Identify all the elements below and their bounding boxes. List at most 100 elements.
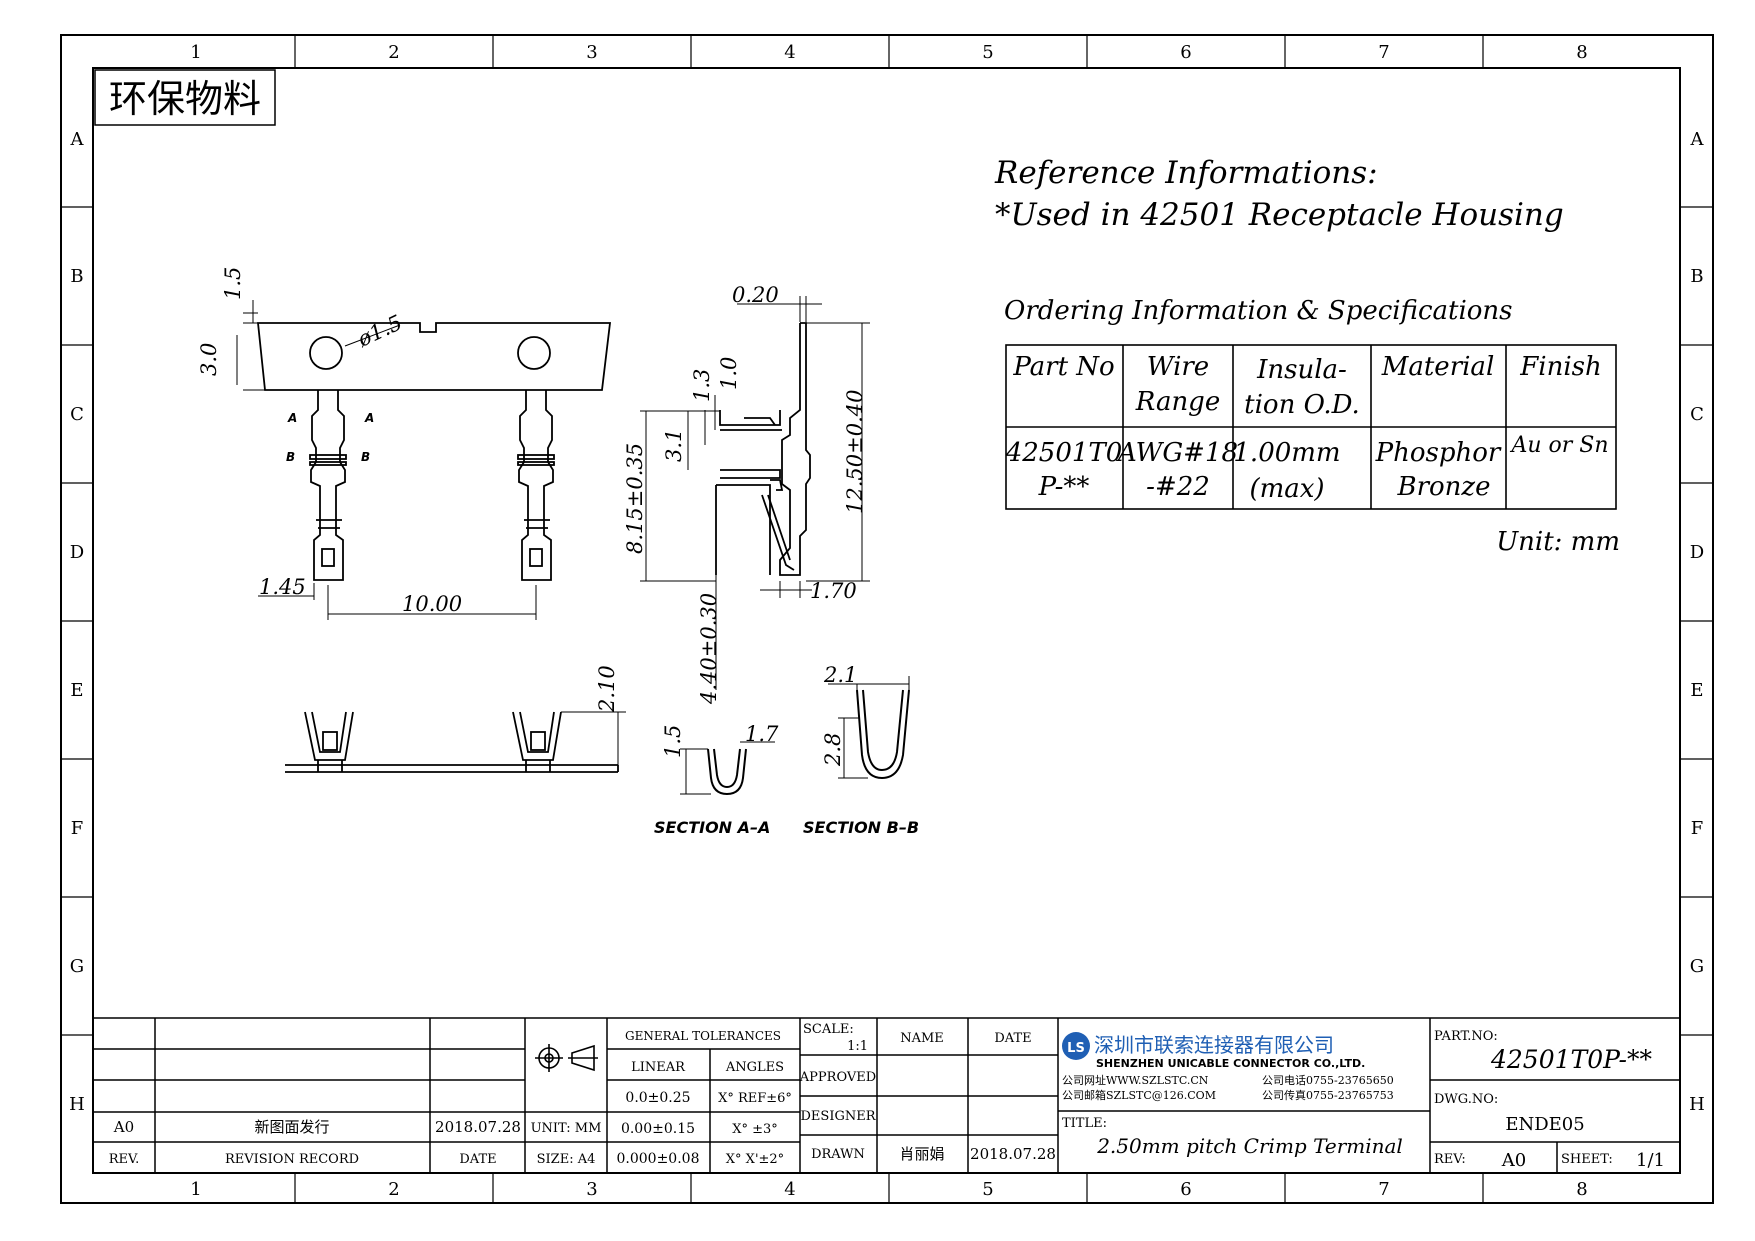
company-logo-icon: LS [1062, 1032, 1090, 1060]
marker-b-right: B [361, 450, 370, 464]
col-label: 7 [1378, 1179, 1389, 1200]
rev-short-label: REV: [1434, 1152, 1466, 1167]
th-insula: Insula- [1256, 355, 1347, 385]
td-material-1: Phosphor [1375, 438, 1502, 468]
ordering-heading: Ordering Information & Specifications [1004, 296, 1513, 326]
designer-label: DESIGNER [801, 1109, 877, 1124]
dim-3-0: 3.0 [197, 343, 221, 376]
dim-8-15: 8.15±0.35 [623, 443, 647, 554]
section-bb-labels: 2.1 2.8 [821, 663, 857, 767]
company-name-en: SHENZHEN UNICABLE CONNECTOR CO.,LTD. [1096, 1057, 1365, 1070]
reference-heading: Reference Informations: [994, 155, 1378, 191]
col-label: 4 [784, 1179, 795, 1200]
dim-1-0: 1.0 [717, 357, 741, 390]
linear-tol-3: 0.000±0.08 [617, 1151, 700, 1167]
dim-sb-2-1: 2.1 [823, 663, 857, 687]
row-label: G [1690, 956, 1704, 977]
inner-border [92, 67, 1681, 1174]
section-aa-dims [680, 741, 775, 795]
angle-tol-1: X° REF±6° [718, 1091, 792, 1106]
col-label: 2 [388, 42, 399, 63]
reference-used-in: *Used in 42501 Receptacle Housing [995, 197, 1564, 233]
td-material-2: Bronze [1396, 472, 1490, 502]
td-finish: Au or Sn [1509, 433, 1608, 458]
side-view [715, 322, 811, 576]
drawn-name: 肖丽娟 [899, 1145, 944, 1163]
section-bb [856, 689, 910, 780]
row-label: E [1690, 680, 1703, 701]
th-finish: Finish [1519, 352, 1602, 382]
row-label: B [1690, 266, 1703, 287]
col-label: 3 [586, 42, 597, 63]
th-part-no: Part No [1012, 352, 1114, 382]
part-no-label: PART.NO: [1434, 1029, 1498, 1044]
unit-note: Unit: mm [1496, 527, 1620, 557]
title-block-grid [92, 1017, 1681, 1174]
col-label: 5 [982, 42, 993, 63]
rev-date: 2018.07.28 [435, 1118, 521, 1136]
section-aa-title: SECTION A–A [654, 818, 770, 837]
td-od-2: (max) [1249, 474, 1324, 504]
marker-a-right: A [364, 411, 374, 425]
dim-1-70: 1.70 [810, 579, 857, 603]
section-markers: A A B B [286, 411, 374, 464]
column-labels-bottom: 1 2 3 4 5 6 7 8 [190, 1179, 1587, 1200]
col-label: 1 [190, 1179, 201, 1200]
row-label: G [70, 956, 84, 977]
eco-stamp-box [94, 69, 276, 126]
row-label: A [1690, 129, 1705, 150]
marker-a-left: A [287, 411, 297, 425]
row-label: C [70, 404, 84, 425]
row-label: C [1690, 404, 1704, 425]
col-label: 8 [1576, 1179, 1587, 1200]
col-label: 8 [1576, 42, 1587, 63]
dim-1-3: 1.3 [690, 369, 714, 402]
row-labels-right: A B C D E F G H [1689, 129, 1705, 1115]
unit-label: UNIT: MM [531, 1121, 602, 1136]
dim-1-5: 1.5 [221, 267, 245, 300]
col-label: 1 [190, 42, 201, 63]
row-label: A [70, 129, 85, 150]
row-label: H [1689, 1094, 1705, 1115]
rev-label: REV. [109, 1152, 140, 1167]
scale-value: 1:1 [847, 1039, 868, 1054]
th-range: Range [1135, 387, 1220, 417]
title-block-text: A0 新图面发行 2018.07.28 REV. REVISION RECORD… [109, 1022, 1665, 1171]
angle-tol-3: X° X'±2° [726, 1152, 784, 1167]
rev-record: 新图面发行 [254, 1118, 329, 1136]
company-web: 公司网址WWW.SZLSTC.CN [1062, 1073, 1209, 1087]
company-tel: 公司电话0755-23765650 [1262, 1074, 1394, 1087]
drawn-label: DRAWN [811, 1147, 865, 1162]
row-label: B [70, 266, 83, 287]
angles-label: ANGLES [725, 1060, 784, 1075]
col-label: 6 [1180, 42, 1191, 63]
col-label: 3 [586, 1179, 597, 1200]
section-aa [707, 748, 747, 796]
th-wire: Wire [1147, 352, 1209, 382]
row-grid [61, 206, 1713, 1036]
top-view [257, 322, 612, 581]
spec-table-headers: Part No Wire Range Insula- tion O.D. Mat… [1012, 352, 1601, 420]
date-label: DATE [459, 1152, 496, 1167]
td-part-no-2: P-** [1038, 472, 1090, 502]
marker-b-left: B [286, 450, 295, 464]
col-label: 5 [982, 1179, 993, 1200]
top-view-dim-labels: 1.5 3.0 ø1.5 1.45 10.00 [197, 267, 462, 616]
row-label: F [71, 818, 84, 839]
col-label: 7 [1378, 42, 1389, 63]
company-mail: 公司邮箱SZLSTC@126.COM [1062, 1088, 1216, 1102]
col-label: 2 [388, 1179, 399, 1200]
size-label: SIZE: A4 [537, 1152, 596, 1167]
dim-sb-2-8: 2.8 [821, 733, 845, 767]
dim-4-40: 4.40±0.30 [697, 593, 721, 705]
td-part-no-1: 42501T0 [1005, 438, 1123, 468]
td-wire-1: AWG#18 [1116, 438, 1238, 468]
th-tion-od: tion O.D. [1244, 390, 1360, 420]
scale-label: SCALE: [803, 1022, 854, 1037]
projection-symbol-icon [535, 1044, 598, 1072]
col-label: 4 [784, 42, 795, 63]
sheet-label: SHEET: [1561, 1152, 1613, 1167]
side-view-dims [640, 296, 870, 690]
part-number: 42501T0P-** [1490, 1045, 1653, 1074]
company-name-cn: 深圳市联索连接器有限公司 [1094, 1033, 1334, 1057]
